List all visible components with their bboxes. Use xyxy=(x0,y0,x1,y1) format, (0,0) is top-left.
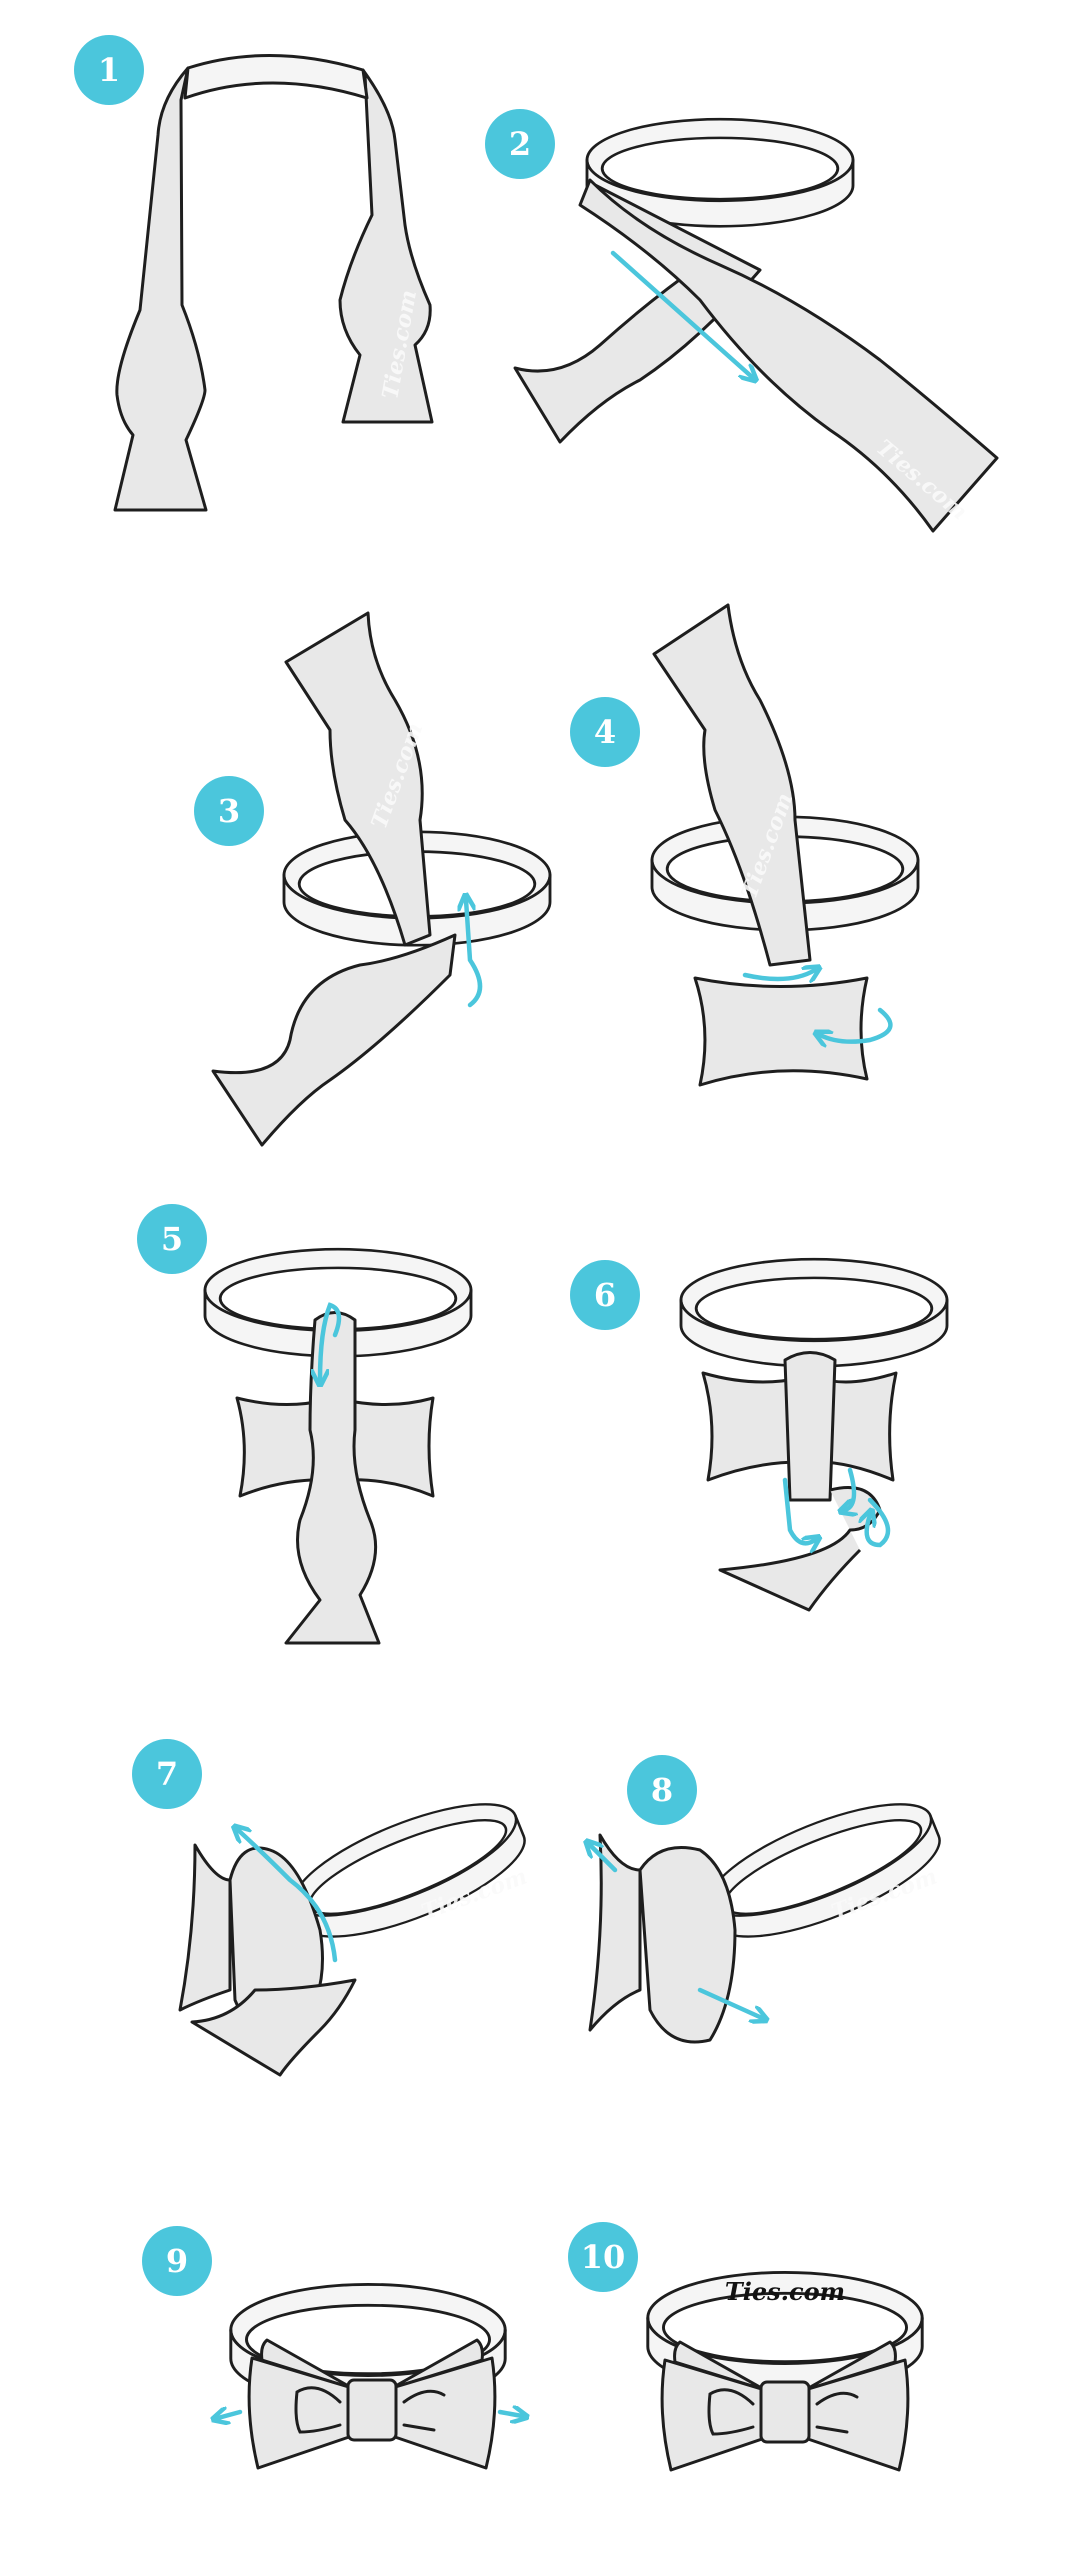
step-3-illustration: Ties.com xyxy=(211,611,552,1147)
step-badge-9: 9 xyxy=(142,2226,212,2296)
direction-arrow xyxy=(610,250,752,377)
step-number: 2 xyxy=(509,125,531,163)
direction-arrow xyxy=(466,900,483,1008)
direction-arrow xyxy=(820,1007,893,1042)
direction-arrow xyxy=(218,2412,243,2418)
step-number: 4 xyxy=(594,713,616,751)
direction-arrow xyxy=(742,970,815,979)
step-1-illustration: Ties.com xyxy=(113,54,434,512)
step-badge-7: 7 xyxy=(132,1739,202,1809)
ties-logo: Ties.com xyxy=(725,2277,845,2306)
direction-arrow xyxy=(867,1497,891,1548)
step-10-illustration: Ties.com xyxy=(646,2270,924,2470)
step-badge-1: 1 xyxy=(74,35,144,105)
step-8-illustration: Ties.com xyxy=(590,1780,954,2044)
step-badge-2: 2 xyxy=(485,109,555,179)
step-5-illustration xyxy=(203,1247,473,1645)
step-badge-8: 8 xyxy=(627,1755,697,1825)
direction-arrow xyxy=(782,1477,815,1543)
step-number: 6 xyxy=(594,1276,616,1314)
step-number: 9 xyxy=(166,2242,188,2280)
direction-arrow xyxy=(697,1987,762,2018)
step-badge-6: 6 xyxy=(570,1260,640,1330)
step-number: 10 xyxy=(581,2238,626,2276)
step-9-illustration xyxy=(218,2282,522,2468)
step-6-illustration xyxy=(679,1257,949,1612)
step-number: 5 xyxy=(161,1220,183,1258)
step-badge-10: 10 xyxy=(568,2222,638,2292)
step-badge-3: 3 xyxy=(194,776,264,846)
step-number: 3 xyxy=(218,792,240,830)
step-badge-4: 4 xyxy=(570,697,640,767)
step-badge-5: 5 xyxy=(137,1204,207,1274)
step-7-illustration: Ties.com xyxy=(178,1780,539,2077)
step-number: 8 xyxy=(651,1771,673,1809)
direction-arrow xyxy=(497,2412,522,2416)
step-4-illustration: Ties.com xyxy=(650,603,920,1087)
direction-arrow xyxy=(590,1845,618,1873)
direction-arrow xyxy=(320,1302,342,1380)
direction-arrow xyxy=(238,1830,338,1963)
step-2-illustration: Ties.com xyxy=(513,117,999,533)
step-number: 7 xyxy=(156,1755,178,1793)
direction-arrow xyxy=(845,1467,854,1510)
step-number: 1 xyxy=(98,51,120,89)
